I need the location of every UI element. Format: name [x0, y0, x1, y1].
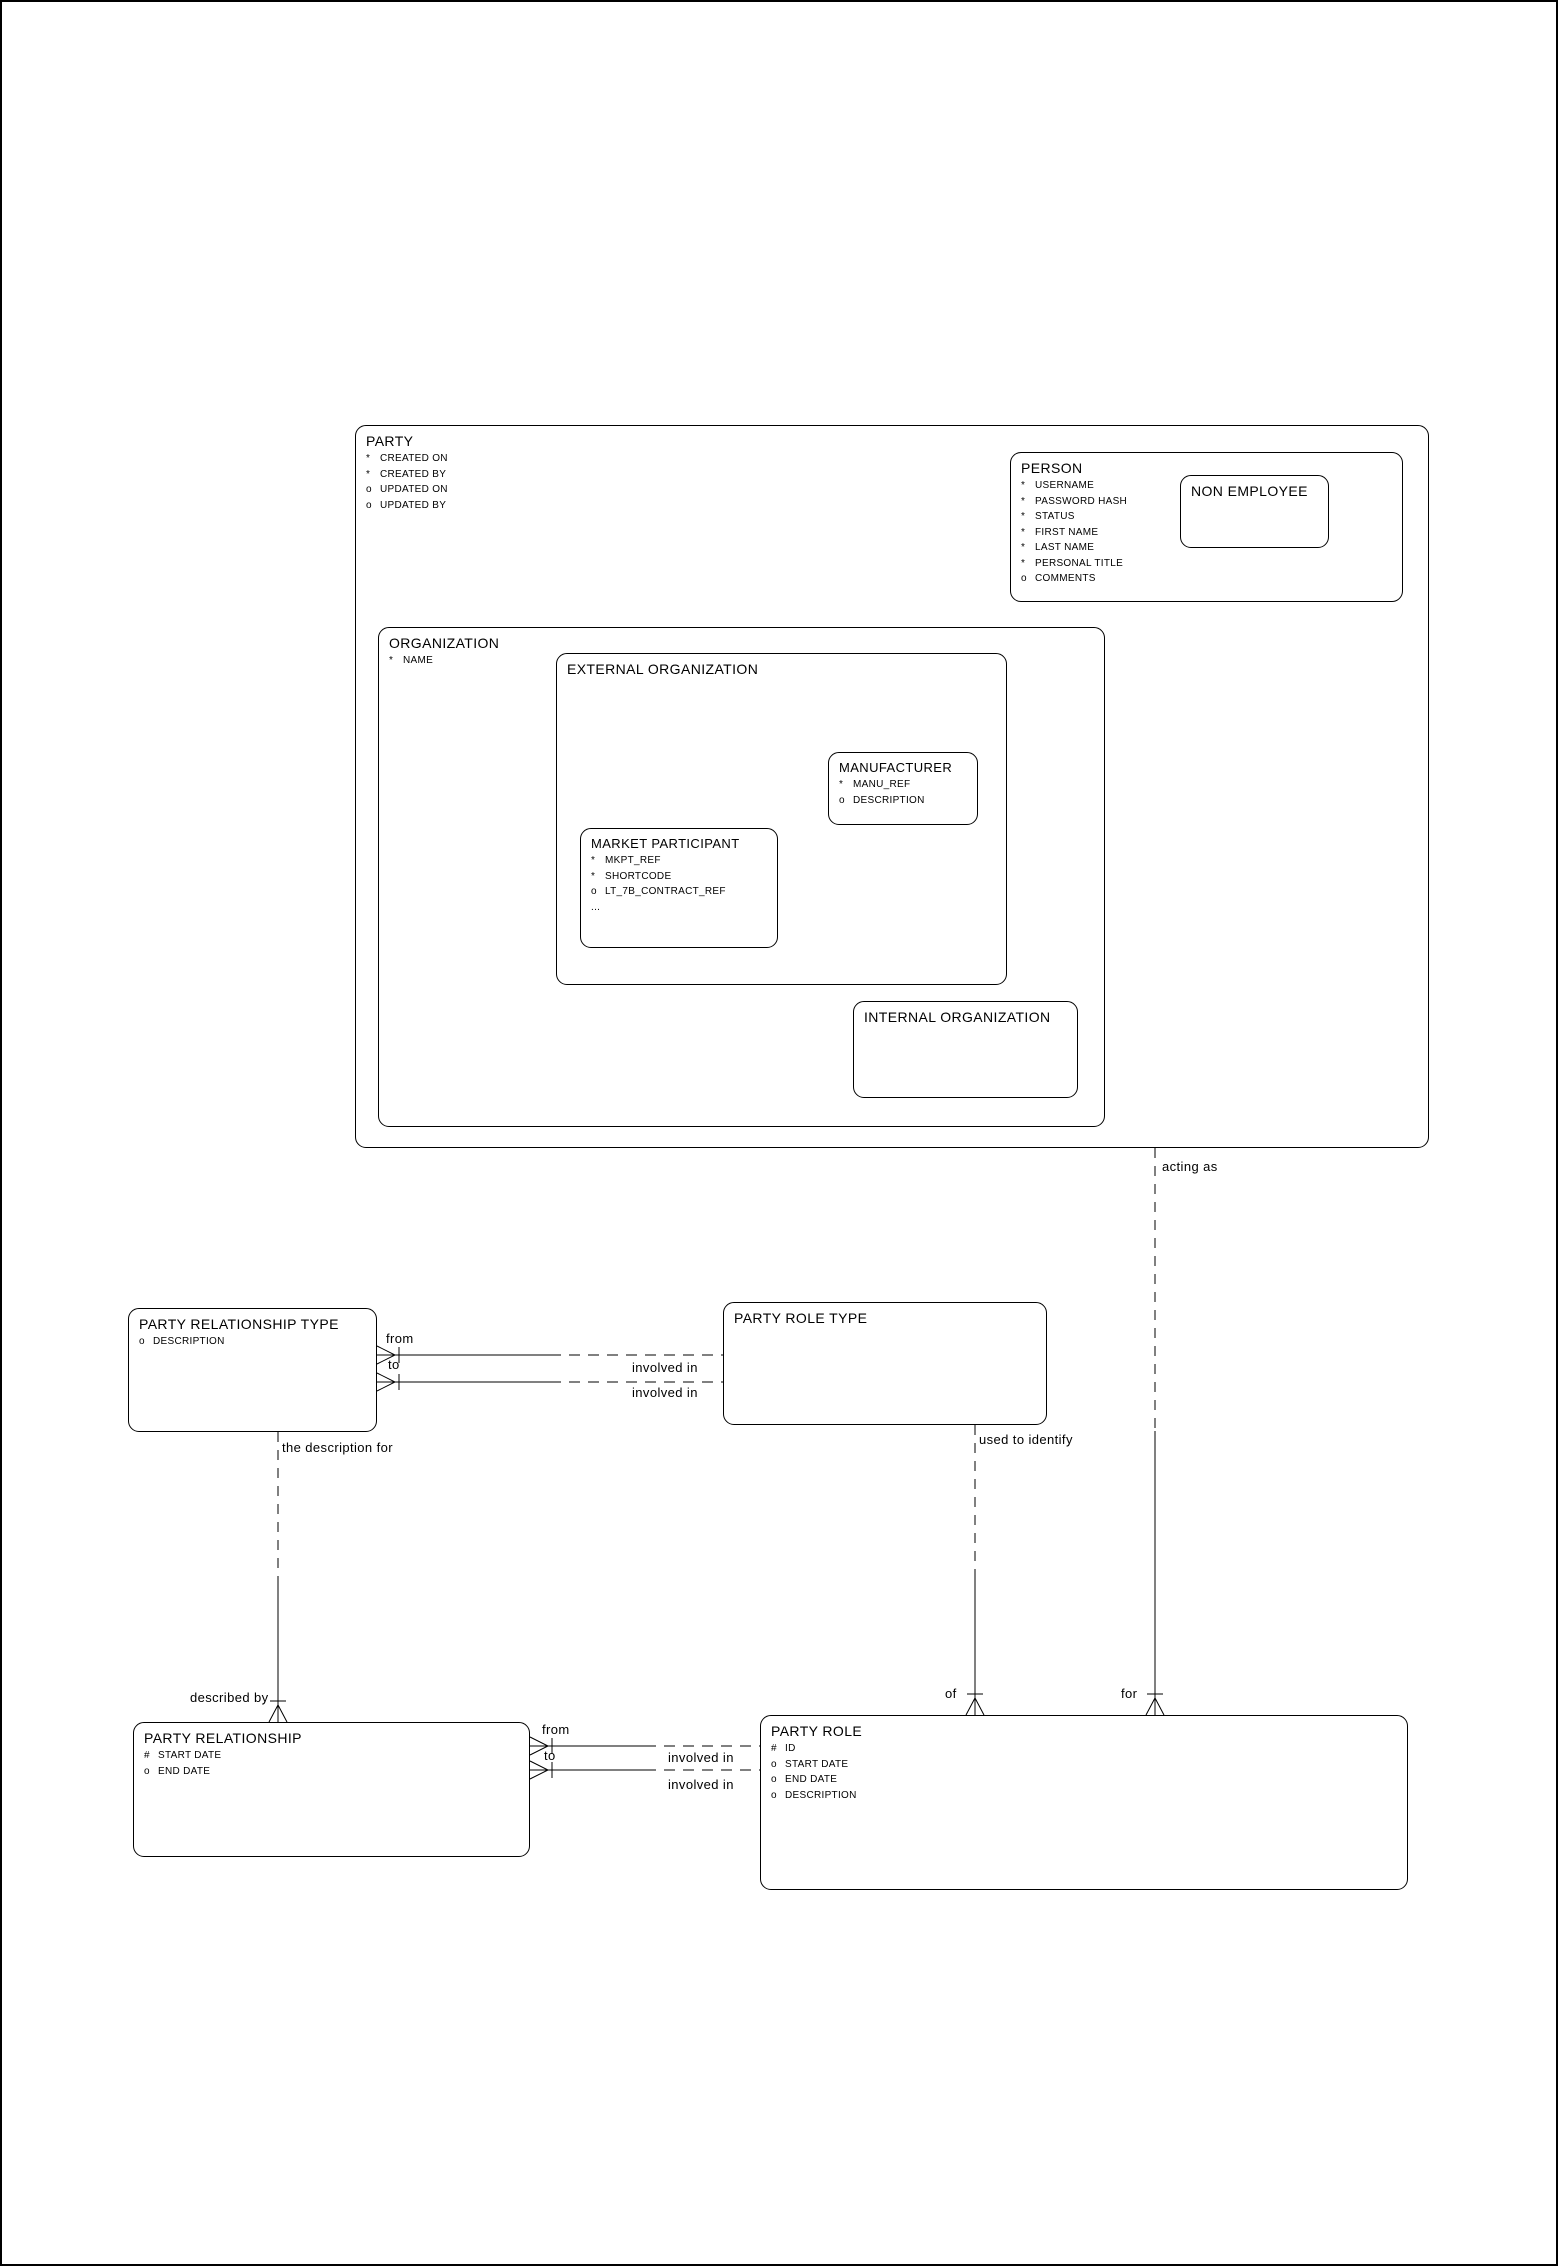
entity-person[interactable]: PERSON *USERNAME *PASSWORD HASH *STATUS *FI… — [1010, 452, 1403, 602]
attribute-row: *STATUS — [1021, 511, 1075, 522]
entity-non-employee[interactable]: NON EMPLOYEE — [1180, 475, 1329, 548]
attribute-row: *SHORTCODE — [591, 870, 672, 882]
entity-title: PARTY — [366, 433, 414, 449]
entity-internal-organization[interactable]: INTERNAL ORGANIZATION — [853, 1001, 1078, 1098]
entity-external-organization[interactable]: EXTERNAL ORGANIZATION — [556, 653, 1007, 985]
attribute-row: ... — [591, 901, 601, 913]
attribute-row: *CREATED BY — [366, 468, 447, 480]
label-rel-from: from — [542, 1722, 570, 1737]
label-type-to: to — [388, 1357, 400, 1372]
attribute-row: *MANU_REF — [839, 779, 911, 790]
label-for: for — [1121, 1686, 1138, 1701]
label-acting-as: acting as — [1162, 1159, 1218, 1174]
label-rel-from-involved-in: involved in — [668, 1750, 734, 1765]
attribute-row: *CREATED ON — [366, 453, 448, 464]
label-type-to-involved-in: involved in — [632, 1385, 698, 1400]
label-type-from: from — [386, 1331, 414, 1346]
attribute-list: *USERNAME *PASSWORD HASH *STATUS *FIRST NAM… — [1021, 478, 1402, 587]
entity-title: ORGANIZATION — [389, 635, 500, 651]
attribute-row: *PERSONAL TITLE — [1021, 557, 1124, 569]
label-rel-to: to — [544, 1748, 556, 1763]
attribute-row: #ID — [771, 1743, 796, 1754]
entity-title: INTERNAL ORGANIZATION — [864, 1009, 1051, 1025]
entity-title: EXTERNAL ORGANIZATION — [567, 661, 759, 677]
label-type-from-involved-in: involved in — [632, 1360, 698, 1375]
entity-title: PARTY RELATIONSHIP — [144, 1730, 302, 1746]
entity-title: PARTY ROLE — [771, 1723, 863, 1739]
label-the-description-for: the description for — [282, 1440, 393, 1455]
attribute-row: #START DATE — [144, 1750, 222, 1761]
attribute-row: *USERNAME — [1021, 480, 1095, 491]
attribute-row: *NAME — [389, 655, 434, 666]
entity-title: PARTY ROLE TYPE — [734, 1310, 868, 1326]
attribute-row: *FIRST NAME — [1021, 526, 1099, 538]
entity-organization[interactable]: ORGANIZATION *NAME — [378, 627, 1105, 1127]
label-used-to-identify: used to identify — [979, 1432, 1073, 1447]
entity-title: NON EMPLOYEE — [1191, 483, 1308, 499]
entity-title: MANUFACTURER — [839, 760, 953, 775]
entity-title: PERSON — [1021, 460, 1083, 476]
attribute-list: *NAME — [389, 653, 1104, 669]
attribute-row: *PASSWORD HASH — [1021, 495, 1128, 507]
label-of: of — [945, 1686, 957, 1701]
entity-title: MARKET PARTICIPANT — [591, 836, 740, 851]
label-described-by: described by — [190, 1690, 269, 1705]
label-rel-to-involved-in: involved in — [668, 1777, 734, 1792]
entity-title: PARTY RELATIONSHIP TYPE — [139, 1316, 339, 1332]
attribute-row: *MKPT_REF — [591, 855, 661, 866]
attribute-row: *LAST NAME — [1021, 542, 1095, 553]
entity-party-role-type[interactable]: PARTY ROLE TYPE — [723, 1302, 1047, 1425]
